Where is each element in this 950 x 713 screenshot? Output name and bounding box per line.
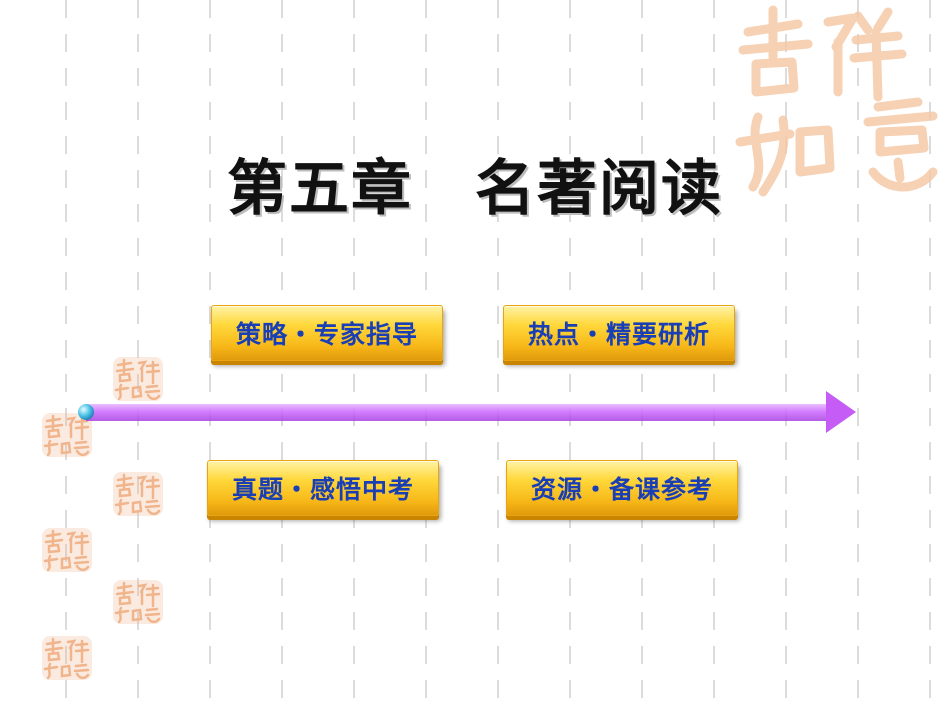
page-title: 第五章 名著阅读 <box>227 154 723 224</box>
exam-questions-button[interactable]: 真题・感悟中考 <box>207 460 439 516</box>
seal-watermark <box>113 472 163 516</box>
seal-watermark <box>113 580 163 624</box>
hotspot-analysis-button[interactable]: 热点・精要研析 <box>503 305 735 361</box>
strategy-expert-guidance-button[interactable]: 策略・专家指导 <box>211 305 443 361</box>
button-label: 热点・精要研析 <box>527 320 710 349</box>
seal-watermark <box>113 357 163 401</box>
button-label: 真题・感悟中考 <box>231 475 414 504</box>
button-label: 资源・备课参考 <box>530 475 713 504</box>
seal-watermark <box>42 528 92 572</box>
resources-lesson-prep-button[interactable]: 资源・备课参考 <box>506 460 738 516</box>
button-label: 策略・专家指导 <box>235 320 418 349</box>
seal-watermark <box>42 413 92 457</box>
timeline-start-dot <box>78 404 94 420</box>
auspicious-watermark-logo <box>735 5 938 197</box>
seal-watermark <box>42 636 92 680</box>
